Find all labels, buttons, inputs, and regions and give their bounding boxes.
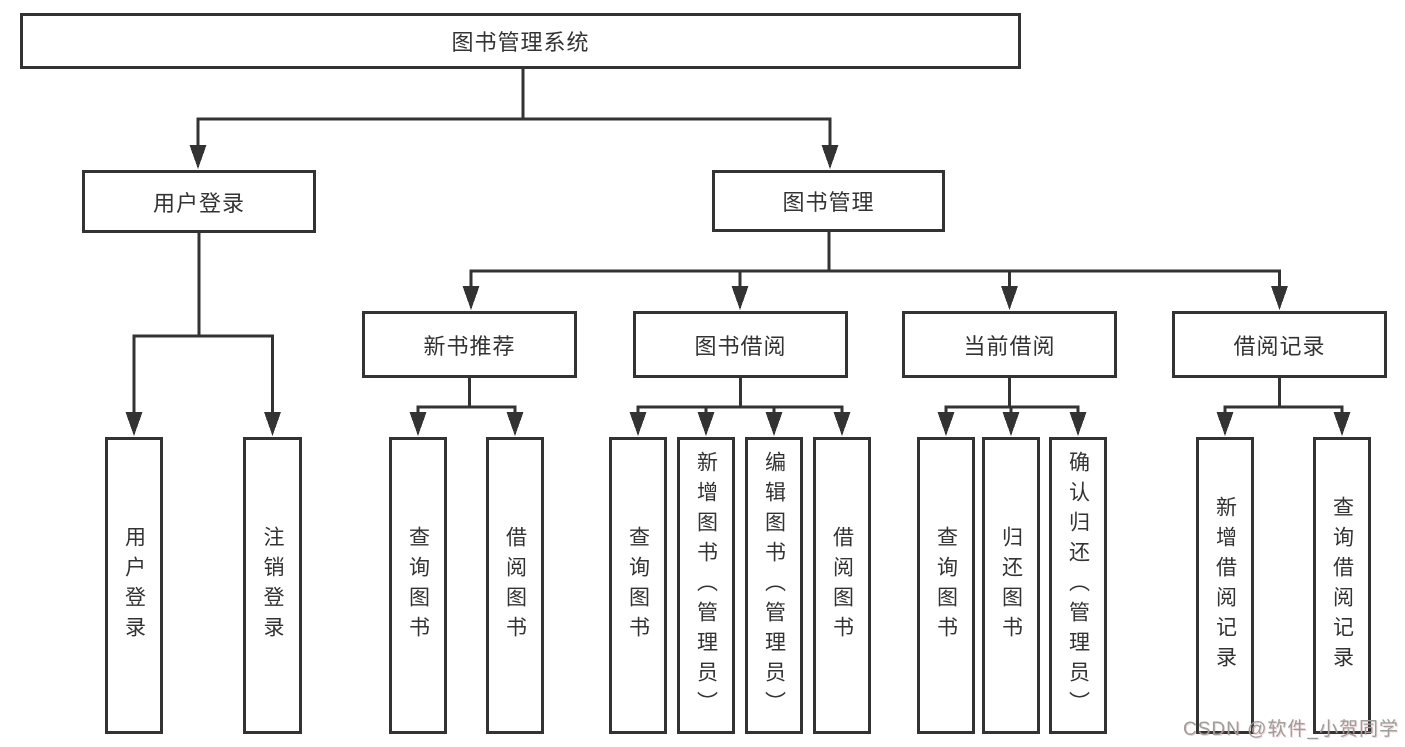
node-new-book-recommend: 新书推荐 — [362, 311, 577, 378]
leaf-return-books: 归还图书 — [982, 437, 1040, 734]
leaf-query-books-3: 查询图书 — [917, 437, 975, 734]
leaf-query-borrow-record: 查询借阅记录 — [1313, 437, 1371, 734]
node-book-borrowing: 图书借阅 — [633, 311, 848, 378]
leaf-confirm-return-admin: 确认归还（管理员） — [1049, 437, 1107, 734]
node-current-borrowing: 当前借阅 — [902, 311, 1117, 378]
leaf-borrow-books-1: 借阅图书 — [486, 437, 544, 734]
node-borrowing-records: 借阅记录 — [1172, 311, 1387, 378]
node-library-management-system: 图书管理系统 — [20, 13, 1021, 69]
leaf-add-borrow-record: 新增借阅记录 — [1196, 437, 1254, 734]
node-user-login: 用户登录 — [82, 170, 316, 233]
node-book-management: 图书管理 — [712, 170, 945, 232]
leaf-edit-book-admin: 编辑图书（管理员） — [745, 437, 803, 734]
leaf-borrow-books-2: 借阅图书 — [813, 437, 871, 734]
leaf-logout-login: 注销登录 — [243, 437, 302, 734]
csdn-watermark: CSDN @软件_小贺同学 — [1183, 719, 1399, 740]
leaf-query-books-1: 查询图书 — [389, 437, 447, 734]
leaf-add-book-admin: 新增图书（管理员） — [677, 437, 735, 734]
leaf-user-login: 用户登录 — [105, 437, 163, 734]
leaf-query-books-2: 查询图书 — [609, 437, 667, 734]
